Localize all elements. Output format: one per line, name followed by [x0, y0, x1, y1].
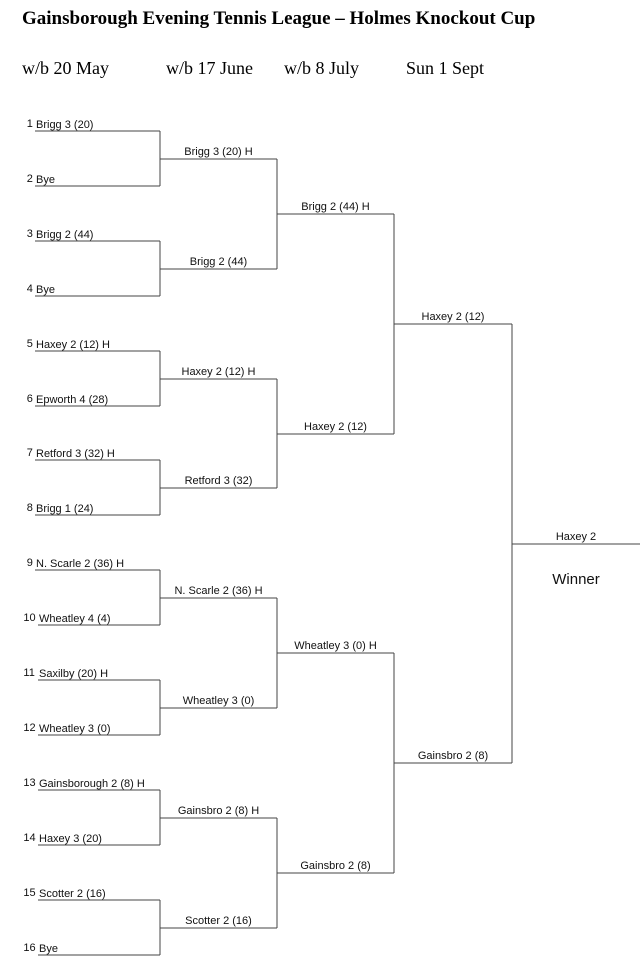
- entrant-seed-number: 15: [23, 887, 35, 899]
- page-title: Gainsborough Evening Tennis League – Hol…: [22, 8, 536, 29]
- entrant-team: Scotter 2 (16): [39, 888, 106, 900]
- round-header-2: w/b 17 June: [166, 58, 253, 78]
- entrant-seed-number: 16: [23, 942, 35, 954]
- round2-team: Scotter 2 (16): [185, 915, 252, 927]
- round2-team: Wheatley 3 (0): [183, 695, 255, 707]
- semi-final-team: Gainsbro 2 (8): [418, 750, 488, 762]
- round-header-1: w/b 20 May: [22, 58, 109, 78]
- entrant-team: Retford 3 (32) H: [36, 448, 115, 460]
- round-header-4: Sun 1 Sept: [406, 58, 485, 78]
- entrant-seed-number: 8: [27, 502, 33, 514]
- entrant-team: Bye: [36, 174, 55, 186]
- round2-team: N. Scarle 2 (36) H: [174, 585, 262, 597]
- entrant-seed-number: 7: [27, 447, 33, 459]
- quarter-final-team: Gainsbro 2 (8): [300, 860, 370, 872]
- round2-team: Gainsbro 2 (8) H: [178, 805, 259, 817]
- entrant-seed-number: 11: [23, 667, 34, 679]
- entrant-team: Epworth 4 (28): [36, 394, 108, 406]
- entrant-team: Brigg 2 (44): [36, 229, 93, 241]
- quarter-final-team: Wheatley 3 (0) H: [294, 640, 377, 652]
- round-header-3: w/b 8 July: [284, 58, 360, 78]
- entrant-seed-number: 14: [23, 832, 35, 844]
- entrant-team: Brigg 3 (20): [36, 119, 93, 131]
- entrant-team: Bye: [39, 943, 58, 955]
- semi-final-team: Haxey 2 (12): [422, 311, 485, 323]
- entrant-team: Brigg 1 (24): [36, 503, 93, 515]
- winner-caption: Winner: [552, 571, 600, 588]
- quarter-final-team: Brigg 2 (44) H: [301, 201, 370, 213]
- round2-team: Retford 3 (32): [185, 475, 253, 487]
- entrant-seed-number: 2: [27, 173, 33, 185]
- entrant-seed-number: 10: [23, 612, 35, 624]
- entrant-team: Haxey 2 (12) H: [36, 339, 110, 351]
- entrant-seed-number: 4: [27, 283, 33, 295]
- round2-team: Haxey 2 (12) H: [182, 366, 256, 378]
- round2-team: Brigg 2 (44): [190, 256, 247, 268]
- entrant-seed-number: 3: [27, 228, 33, 240]
- entrant-seed-number: 1: [27, 118, 33, 130]
- entrant-seed-number: 6: [27, 393, 33, 405]
- entrant-seed-number: 12: [23, 722, 35, 734]
- entrant-seed-number: 5: [27, 338, 33, 350]
- entrant-seed-number: 9: [27, 557, 33, 569]
- entrant-team: Bye: [36, 284, 55, 296]
- entrant-team: Wheatley 4 (4): [39, 613, 111, 625]
- entrant-team: N. Scarle 2 (36) H: [36, 558, 124, 570]
- entrant-team: Saxilby (20) H: [39, 668, 108, 680]
- entrant-team: Haxey 3 (20): [39, 833, 102, 845]
- final-winner-team: Haxey 2: [556, 531, 596, 543]
- entrant-team: Wheatley 3 (0): [39, 723, 111, 735]
- round2-team: Brigg 3 (20) H: [184, 146, 253, 158]
- entrant-seed-number: 13: [23, 777, 35, 789]
- quarter-final-team: Haxey 2 (12): [304, 421, 367, 433]
- entrant-team: Gainsborough 2 (8) H: [39, 778, 145, 790]
